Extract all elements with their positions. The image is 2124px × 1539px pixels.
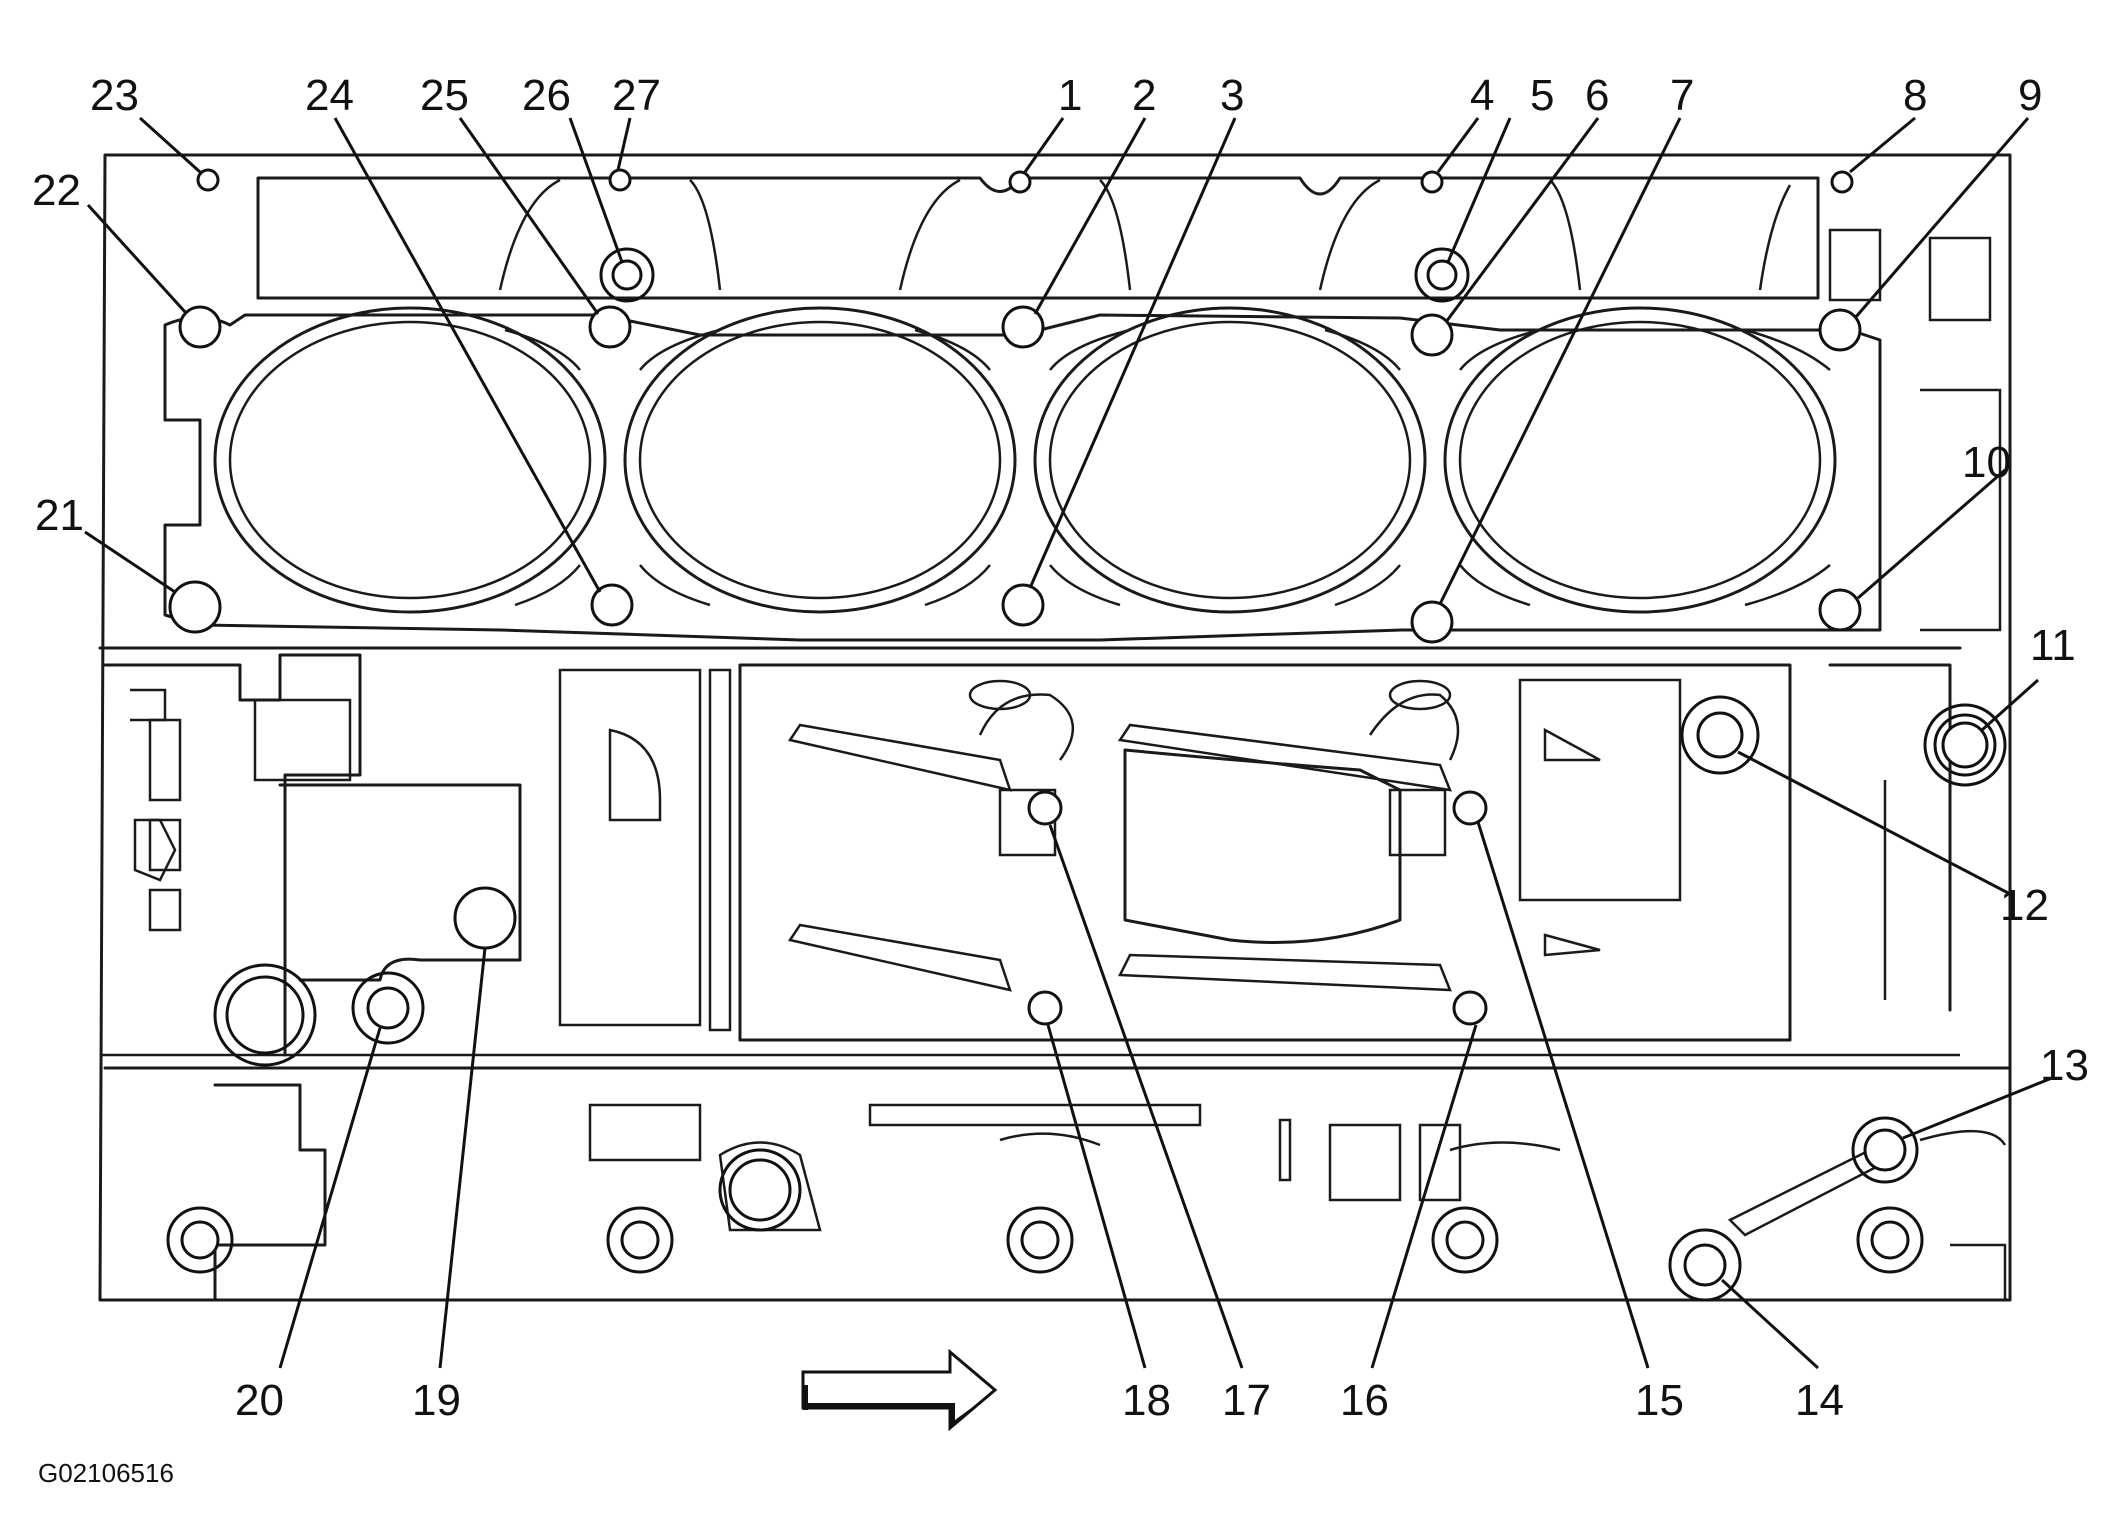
bolt-hole-20: [366, 986, 410, 1030]
callout-label-4: 4: [1470, 71, 1494, 120]
leader-line: [1436, 117, 1480, 173]
leader-line: [616, 117, 632, 171]
bolt-holes: [166, 168, 1997, 1302]
leader-line: [1853, 117, 2030, 319]
bottom-hole: [620, 1220, 660, 1260]
callout-label-9: 9: [2018, 71, 2042, 120]
bolt-hole-10: [1818, 588, 1862, 632]
callout-label-16: 16: [1340, 1376, 1389, 1425]
callout-label-26: 26: [522, 71, 571, 120]
callout-label-17: 17: [1222, 1376, 1271, 1425]
bolt-hole-18: [1027, 990, 1063, 1026]
callout-label-15: 15: [1635, 1376, 1684, 1425]
callout-label-5: 5: [1530, 71, 1554, 120]
leader-line: [568, 117, 624, 263]
bolt-hole-26: [611, 259, 643, 291]
leader-line: [1857, 468, 2006, 600]
leader-lines: [84, 116, 2053, 1370]
callout-label-14: 14: [1795, 1376, 1844, 1425]
callout-label-3: 3: [1220, 71, 1244, 120]
leader-line: [1476, 821, 1650, 1369]
callout-label-12: 12: [2000, 881, 2049, 930]
leader-line: [1444, 117, 1600, 323]
callout-label-2: 2: [1132, 71, 1156, 120]
bolt-hole-3: [1001, 583, 1045, 627]
bolt-hole-15: [1452, 790, 1488, 826]
engine-block-drawing: [98, 153, 2012, 1302]
bottom-hole: [1870, 1220, 1910, 1260]
leader-line: [333, 117, 602, 593]
figure-id: G02106516: [38, 1458, 174, 1488]
leader-line: [1981, 678, 2039, 732]
callout-label-27: 27: [612, 71, 661, 120]
bolt-hole-6: [1410, 313, 1454, 357]
leader-line: [86, 203, 188, 315]
leader-line: [1046, 1024, 1147, 1369]
leader-line: [1028, 117, 1237, 589]
bolt-hole-27: [608, 168, 632, 192]
bolt-hole-17: [1027, 790, 1063, 826]
bolt-hole-24: [590, 583, 634, 627]
leader-line: [1370, 1024, 1478, 1369]
bolt-hole-12: [1696, 711, 1744, 759]
right-arrow-icon: [801, 1348, 998, 1432]
bottom-hole: [1445, 1220, 1485, 1260]
bolt-hole-23: [196, 168, 220, 192]
callout-label-11: 11: [2030, 621, 2076, 670]
leader-line: [1023, 117, 1065, 173]
bolt-hole-22: [178, 305, 222, 349]
callout-label-18: 18: [1122, 1376, 1171, 1425]
leader-line: [1048, 824, 1244, 1369]
callout-label-19: 19: [412, 1376, 461, 1425]
leader-line: [438, 947, 487, 1369]
callout-label-20: 20: [235, 1376, 284, 1425]
leader-line: [1737, 750, 2013, 897]
bottom-hole: [1020, 1220, 1060, 1260]
callout-label-1: 1: [1058, 71, 1082, 120]
callout-label-21: 21: [35, 491, 84, 540]
callout-labels: 23 24 25 26 27 1 2 3 4 5 6 7 8 9 22 21 1…: [32, 71, 2089, 1425]
bolt-hole-8: [1830, 170, 1854, 194]
bolt-hole-16: [1452, 990, 1488, 1026]
leader-line: [84, 530, 176, 594]
callout-label-7: 7: [1670, 71, 1694, 120]
leader-line: [1849, 116, 1916, 174]
leader-line: [1033, 117, 1147, 315]
callout-label-6: 6: [1585, 71, 1609, 120]
bolt-hole-25: [588, 305, 632, 349]
bolt-hole-5: [1426, 259, 1458, 291]
callout-label-25: 25: [420, 71, 469, 120]
callout-label-10: 10: [1962, 438, 2011, 487]
leader-line: [1446, 117, 1512, 263]
callout-label-8: 8: [1903, 71, 1927, 120]
bolt-hole-4: [1420, 170, 1444, 194]
bolt-hole-21: [168, 580, 222, 634]
callout-label-22: 22: [32, 166, 81, 215]
bottom-hole: [180, 1220, 220, 1260]
callout-label-13: 13: [2040, 1041, 2089, 1090]
bolt-hole-19: [453, 886, 517, 950]
leader-line: [458, 117, 600, 315]
leader-line: [138, 116, 202, 174]
leader-line: [278, 1027, 382, 1369]
bolt-hole-14: [1683, 1243, 1727, 1287]
bolt-hole-7: [1410, 600, 1454, 644]
bolt-hole-1: [1008, 170, 1032, 194]
leader-line: [1438, 117, 1682, 605]
bolt-hole-13: [1863, 1128, 1907, 1172]
leader-line: [1902, 1076, 2053, 1140]
bolt-hole-2: [1001, 305, 1045, 349]
bolt-hole-11: [1941, 721, 1989, 769]
leader-line: [1720, 1278, 1820, 1370]
callout-label-24: 24: [305, 71, 354, 120]
bolt-hole-9: [1818, 308, 1862, 352]
callout-label-23: 23: [90, 71, 139, 120]
